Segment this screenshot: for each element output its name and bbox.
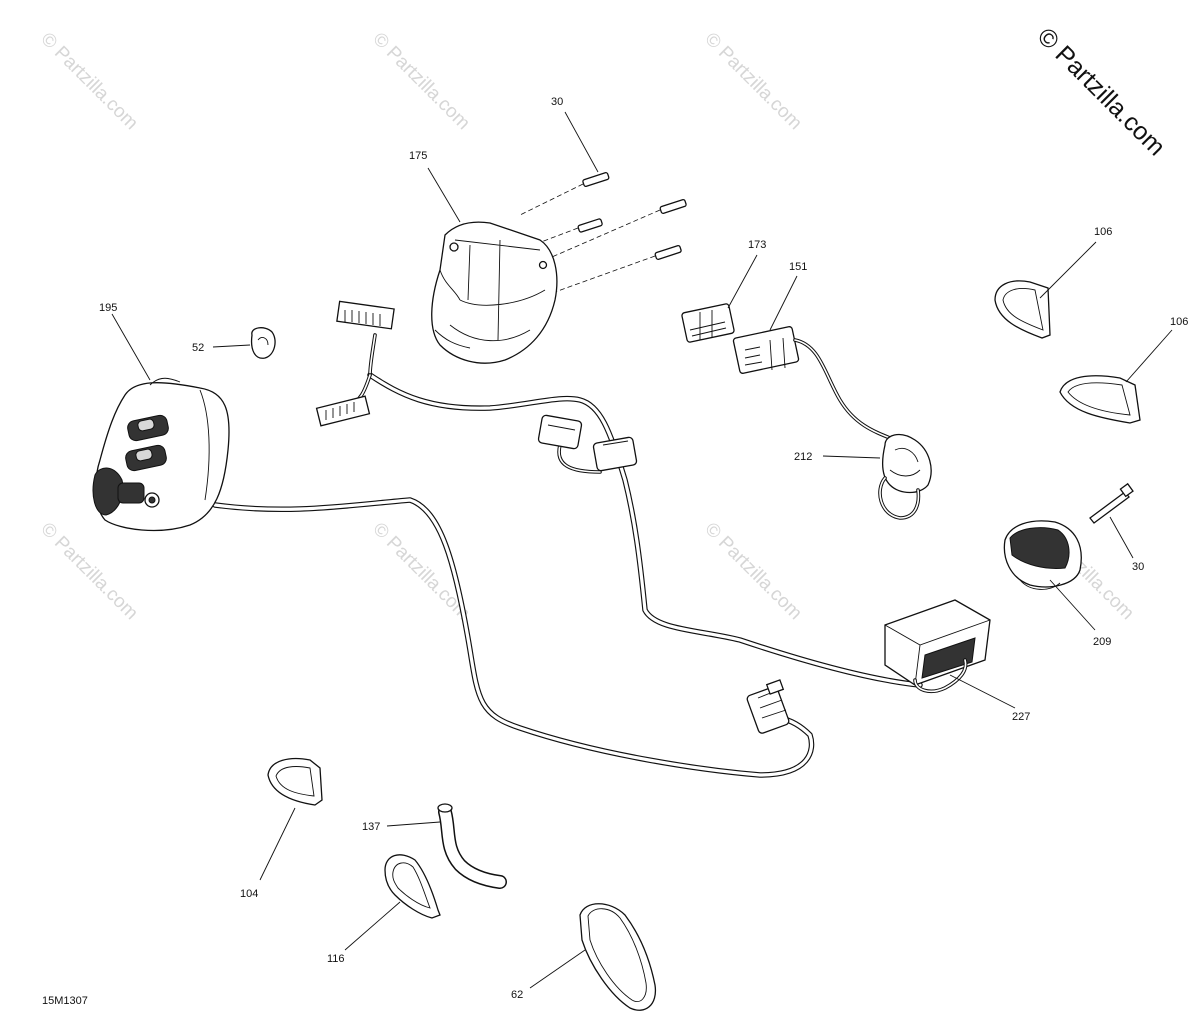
callout-label: 30 xyxy=(551,96,563,108)
watermark: © Partzilla.com xyxy=(368,29,473,134)
clip-52 xyxy=(250,327,276,359)
bracket-175 xyxy=(431,221,558,364)
callout-label: 175 xyxy=(409,150,427,162)
watermark-group: © Partzilla.com © Partzilla.com © Partzi… xyxy=(36,29,1137,624)
diagram-reference-code: 15M1307 xyxy=(42,995,88,1007)
clip-106-top xyxy=(994,280,1051,339)
tube-137 xyxy=(437,803,507,889)
bolt-30-group xyxy=(519,172,687,293)
callout-label: 104 xyxy=(240,888,258,900)
callout-label: 212 xyxy=(794,451,812,463)
callout-label: 227 xyxy=(1012,711,1030,723)
part-212 xyxy=(878,433,932,520)
callout-labels: 30 175 173 151 106 106 195 52 212 30 209… xyxy=(99,96,1188,1001)
bolt-30-right xyxy=(1089,482,1134,524)
main-wire-harness xyxy=(212,333,923,778)
clip-104 xyxy=(267,757,323,806)
module-227 xyxy=(884,599,991,693)
brand-watermark: © Partzilla.com xyxy=(1032,22,1171,161)
watermark: © Partzilla.com xyxy=(700,519,805,624)
connector-lower xyxy=(746,679,790,734)
watermark: © Partzilla.com xyxy=(700,29,805,134)
clip-116 xyxy=(384,854,441,919)
callout-label: 116 xyxy=(327,953,345,965)
connector-151 xyxy=(732,326,897,442)
callout-label: 173 xyxy=(748,239,766,251)
ring-62 xyxy=(579,903,657,1011)
callout-label: 209 xyxy=(1093,636,1111,648)
callout-label: 62 xyxy=(511,989,523,1001)
callout-label: 137 xyxy=(362,821,380,833)
connector-173 xyxy=(681,303,735,343)
callout-label: 151 xyxy=(789,261,807,273)
callout-label: 30 xyxy=(1132,561,1144,573)
callout-label: 106 xyxy=(1094,226,1112,238)
callout-label: 52 xyxy=(192,342,204,354)
leader-lines xyxy=(111,111,1173,989)
clip-106-bottom xyxy=(1059,375,1141,424)
harness-connectors xyxy=(315,300,638,472)
callout-label: 106 xyxy=(1170,316,1188,328)
part-209 xyxy=(1003,520,1082,590)
watermark: © Partzilla.com xyxy=(36,519,141,624)
switch-housing-195 xyxy=(92,377,230,532)
watermark: © Partzilla.com xyxy=(368,519,473,624)
watermark: © Partzilla.com xyxy=(36,29,141,134)
callout-label: 195 xyxy=(99,302,117,314)
